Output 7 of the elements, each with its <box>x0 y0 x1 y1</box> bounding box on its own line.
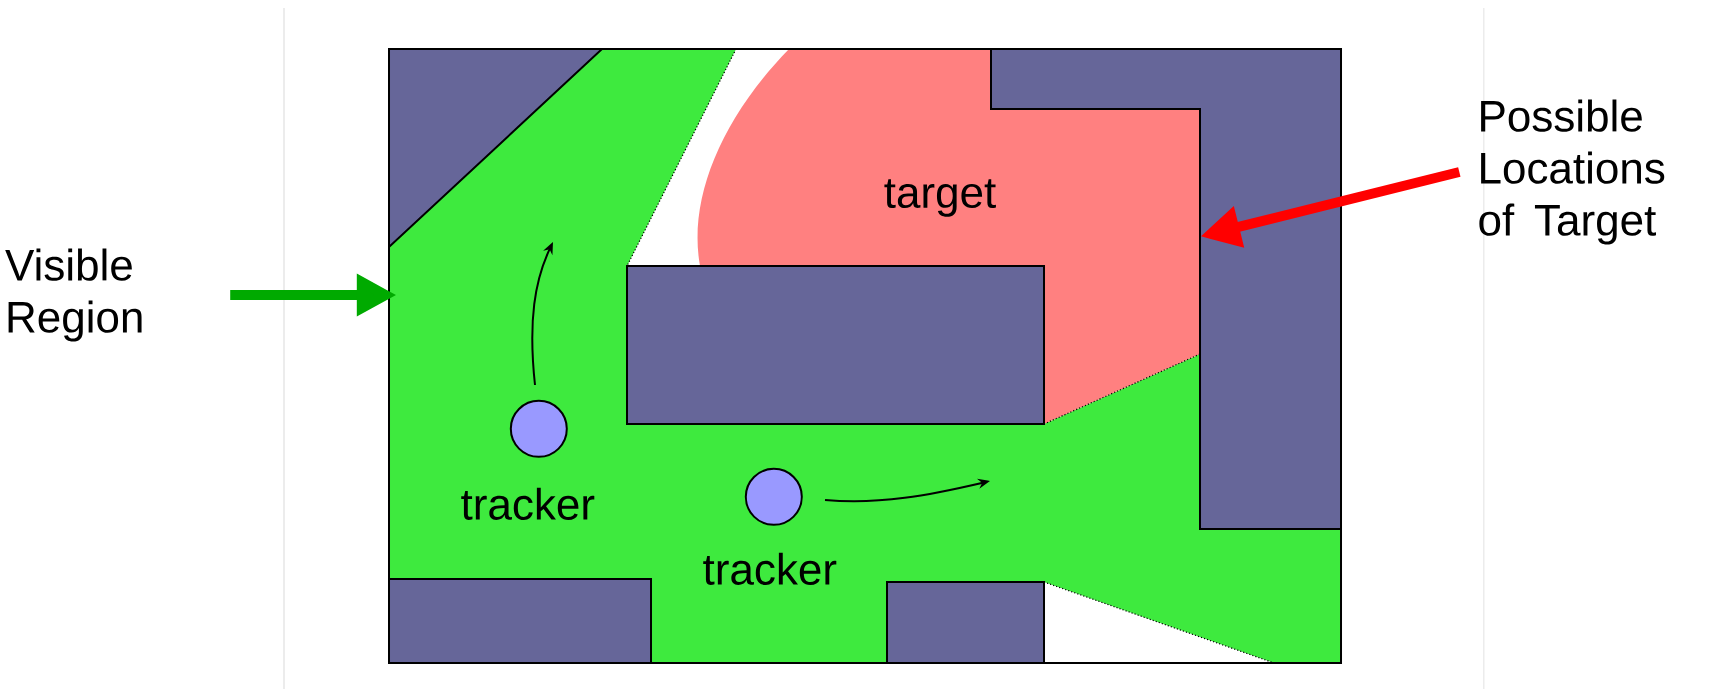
tracker-label: tracker <box>461 487 595 520</box>
callout-text: Possible Locations of Target <box>1479 99 1665 245</box>
target-region: target <box>697 49 1200 424</box>
tracker-label: tracker <box>703 552 837 585</box>
callout-text: Visible Region <box>5 248 142 342</box>
tracker-circle <box>509 399 568 458</box>
tracker-circle <box>744 467 803 526</box>
